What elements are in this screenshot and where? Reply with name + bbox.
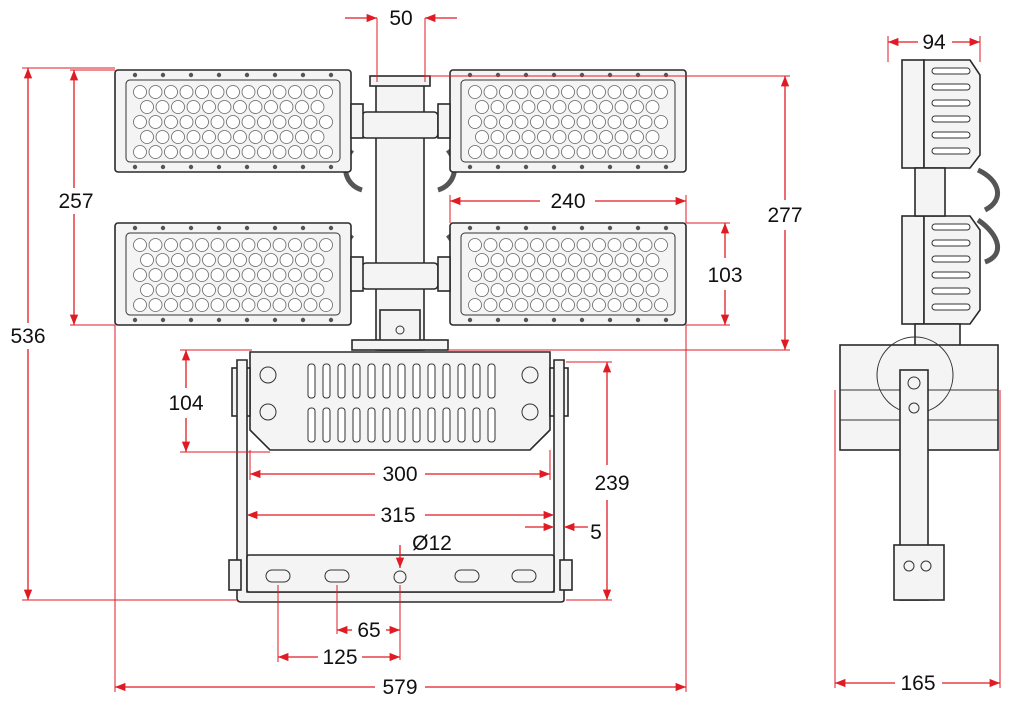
dimensions: 50 257 536 240 103 277 <box>6 7 1001 699</box>
front-view <box>114 69 687 603</box>
dim-side-depth: 94 <box>922 31 946 54</box>
dim-hole-pitch: 65 <box>357 619 380 642</box>
dim-bracket-width: 315 <box>380 504 415 527</box>
driver-housing <box>231 351 569 451</box>
side-view <box>839 59 1001 601</box>
dim-mount-height: 277 <box>767 204 802 227</box>
dim-overall-height: 536 <box>10 325 45 348</box>
dim-bracket-height: 239 <box>594 472 629 495</box>
dim-module-width: 240 <box>550 190 585 213</box>
led-array <box>132 72 669 323</box>
driver-heatsink-fins <box>307 363 496 443</box>
side-module-bottom <box>901 215 981 325</box>
dim-module-spacing: 257 <box>58 190 93 213</box>
dim-driver-height: 104 <box>168 392 203 415</box>
dim-pole-width: 50 <box>389 7 412 30</box>
dim-side-bracket-depth: 165 <box>900 672 935 695</box>
dim-bracket-thickness: 5 <box>590 521 602 544</box>
dim-hole-span: 125 <box>322 646 357 669</box>
side-module-top <box>901 59 981 169</box>
dim-module-height: 103 <box>707 264 742 287</box>
side-driver <box>839 336 999 601</box>
dim-driver-width: 300 <box>382 463 417 486</box>
dim-overall-width: 579 <box>382 676 417 699</box>
dim-hole-diameter: Ø12 <box>412 532 452 555</box>
